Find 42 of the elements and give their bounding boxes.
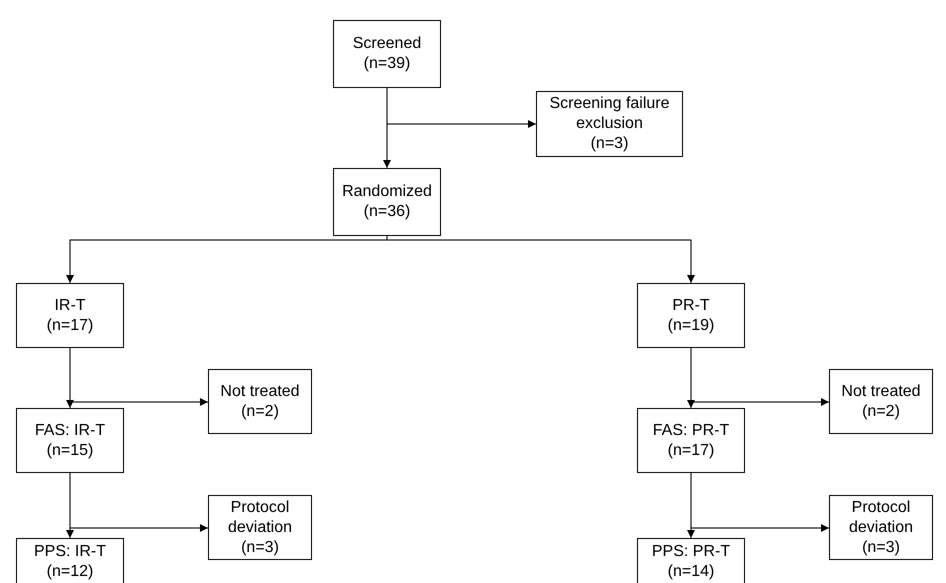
node-label: (n=15)	[46, 440, 94, 460]
node-label: (n=36)	[364, 202, 410, 222]
node-label: FAS: PR-T	[652, 420, 730, 440]
node-label: (n=17)	[46, 316, 94, 336]
node-label: (n=39)	[364, 54, 410, 74]
node-label: (n=2)	[241, 402, 279, 422]
node-label: (n=3)	[241, 538, 279, 558]
node-label: IR-T	[54, 296, 86, 316]
node-label: (n=14)	[668, 562, 714, 582]
node-label: (n=3)	[862, 538, 900, 558]
process-box	[637, 408, 745, 473]
node-label: PR-T	[672, 296, 710, 316]
process-box	[16, 408, 124, 473]
node-label: Protocol deviation	[226, 498, 294, 538]
node-label: Randomized	[342, 182, 432, 202]
node-label: Screened	[352, 34, 422, 54]
process-box	[333, 168, 441, 236]
node-label: (n=12)	[46, 562, 94, 582]
process-box	[536, 91, 683, 157]
process-box	[333, 20, 441, 88]
node-label: PPS: IR-T	[34, 542, 106, 562]
node-label: (n=3)	[590, 134, 628, 154]
arrow	[690, 472, 830, 532]
arrow	[70, 472, 208, 532]
node-label: PPS: PR-T	[652, 542, 730, 562]
process-box	[208, 369, 312, 434]
node-label: FAS: IR-T	[34, 420, 106, 440]
process-box	[16, 538, 124, 583]
node-label: Protocol deviation	[848, 498, 914, 538]
process-box	[637, 538, 745, 583]
node-label: Not treated	[841, 382, 921, 402]
arrow	[386, 88, 536, 128]
process-box	[16, 283, 124, 348]
node-label: (n=17)	[668, 440, 714, 460]
node-label: (n=2)	[862, 402, 900, 422]
node-label: Screening failure exclusion	[549, 94, 670, 134]
process-box	[829, 369, 933, 434]
node-label: Not treated	[220, 382, 300, 402]
node-label: (n=19)	[668, 316, 714, 336]
process-box	[637, 283, 745, 348]
process-box	[208, 495, 312, 560]
process-box	[829, 495, 933, 560]
